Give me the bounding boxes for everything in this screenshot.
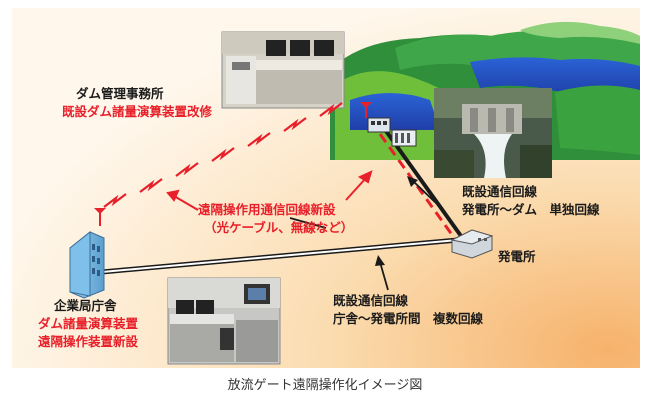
dam-office-upgrade-label: 既設ダム諸量演算装置改修 xyxy=(62,104,213,119)
hq-label: 企業局庁舎 xyxy=(54,298,117,313)
new-line-dashed xyxy=(378,133,462,247)
red-arrow-icon xyxy=(166,170,373,211)
existing-line-dam xyxy=(384,129,468,245)
existing-line-dam-detail: 発電所～ダム 単独回線 xyxy=(462,202,600,217)
existing-line-dam-label: 既設通信回線 xyxy=(462,184,538,199)
hq-new-device-label-2: 遠隔操作装置新設 xyxy=(38,334,139,349)
hq-control-room-photo xyxy=(167,277,281,365)
figure-caption: 放流ゲート遠隔操作化イメージ図 xyxy=(227,378,423,393)
existing-line-hq xyxy=(101,237,459,275)
dam-office-building-icon xyxy=(367,117,417,147)
antenna-icon xyxy=(94,102,372,226)
dam-office-label: ダム管理事務所 xyxy=(76,86,164,101)
arrowhead-icon xyxy=(375,176,418,266)
existing-line-hq-detail: 庁舎～発電所間 複数回線 xyxy=(333,311,484,326)
hq-building-icon xyxy=(69,230,105,299)
wireless-signal xyxy=(103,102,343,208)
arrow-icon xyxy=(289,181,439,291)
power-station-label: 発電所 xyxy=(498,249,536,264)
power-station-icon xyxy=(450,229,494,259)
new-line-sub-label: （光ケーブル、無線など） xyxy=(204,220,354,235)
control-room-photo xyxy=(221,31,345,109)
hq-new-device-label-1: ダム諸量演算装置 xyxy=(38,316,139,331)
existing-line-hq-label: 既設通信回線 xyxy=(333,293,409,308)
dam-photo xyxy=(434,88,552,178)
new-line-label: 遠隔操作用通信回線新設 xyxy=(198,202,336,217)
